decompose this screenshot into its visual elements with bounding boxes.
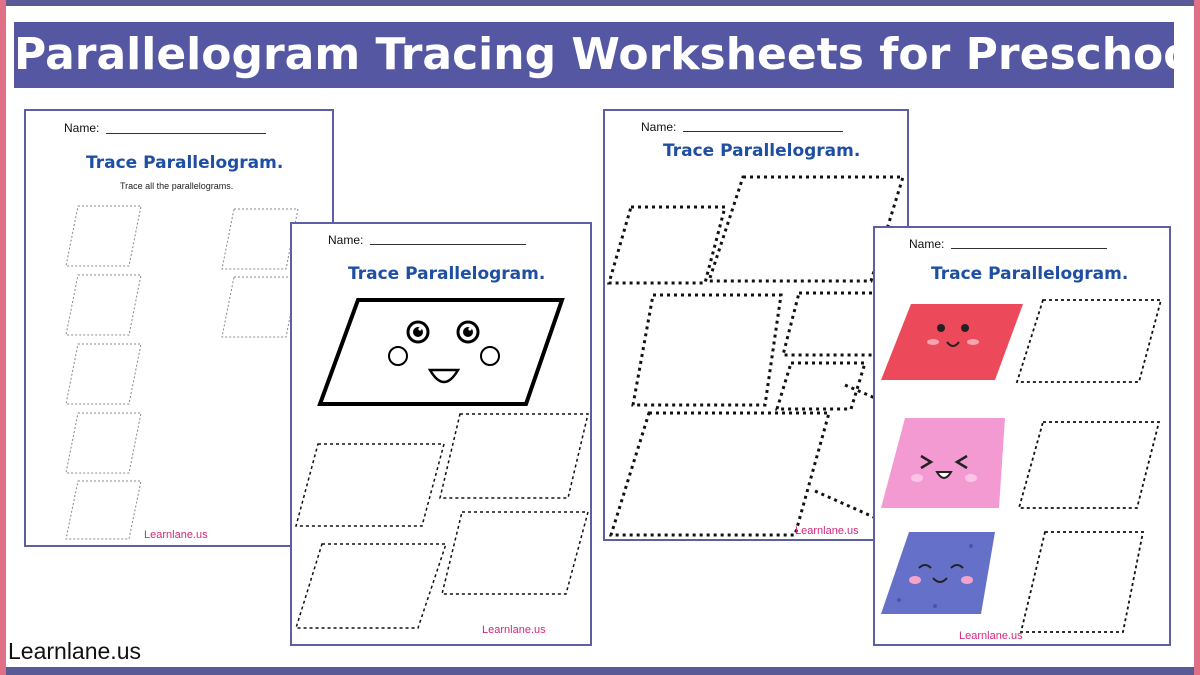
trace-parallelogram [607, 205, 727, 285]
frame-bottom-bar [0, 667, 1200, 675]
trace-partial [814, 489, 906, 533]
mouth [427, 368, 461, 384]
trace-parallelogram [706, 175, 906, 283]
worksheet-4-art [881, 299, 1163, 633]
name-line [106, 133, 266, 134]
cheek [480, 346, 500, 366]
cheek [388, 346, 408, 366]
trace-parallelogram [1015, 299, 1163, 383]
worksheet-2-art [294, 298, 589, 629]
trace-parallelogram [441, 511, 589, 595]
sheet-instruction: Trace all the parallelograms. [120, 181, 234, 191]
trace-parallelogram [1017, 421, 1161, 509]
sheet-footer: Learnlane.us [959, 630, 1023, 642]
frame-top-bar [0, 0, 1200, 6]
frame-left-bar [0, 0, 6, 675]
worksheet-1[interactable]: Name: Trace Parallelogram. Trace all the… [24, 109, 334, 547]
name-label: Name: [909, 237, 945, 251]
trace-parallelogram [65, 343, 142, 405]
sheet-title: Trace Parallelogram. [931, 264, 1129, 284]
trace-parallelogram [65, 274, 142, 336]
worksheet-4[interactable]: Name: Trace Parallelogram. [873, 226, 1171, 646]
red-smiling-parallelogram [881, 304, 1023, 380]
page-title: Parallelogram Tracing Worksheets for Pre… [14, 29, 1174, 80]
trace-parallelogram [221, 276, 299, 338]
blue-smiling-parallelogram [881, 532, 995, 614]
trace-parallelogram [608, 411, 831, 537]
sheet-footer: Learnlane.us [144, 529, 208, 541]
worksheet-3[interactable]: Name: Trace Parallelogram. Learnlane.us [603, 109, 909, 541]
name-label: Name: [64, 121, 100, 135]
trace-parallelogram [221, 208, 299, 270]
trace-parallelogram [295, 443, 445, 527]
sheet-title: Trace Parallelogram. [663, 141, 861, 161]
title-banner: Parallelogram Tracing Worksheets for Pre… [14, 22, 1174, 88]
sheet-footer: Learnlane.us [482, 624, 546, 636]
trace-parallelogram [774, 361, 868, 411]
name-line [370, 244, 526, 245]
worksheet-2[interactable]: Name: Trace Parallelogram. Learnlane.us [290, 222, 592, 646]
trace-parallelogram [1019, 531, 1145, 633]
sheet-title: Trace Parallelogram. [348, 264, 546, 284]
worksheet-1-art [65, 205, 299, 540]
trace-parallelogram [294, 543, 448, 629]
name-line [683, 131, 843, 132]
name-label: Name: [641, 120, 677, 134]
name-line [951, 248, 1107, 249]
worksheet-3-art [607, 175, 907, 537]
trace-parallelogram [439, 413, 589, 499]
sheet-footer: Learnlane.us [795, 525, 859, 537]
trace-parallelogram [65, 205, 142, 267]
trace-parallelogram [65, 412, 142, 474]
trace-parallelogram [631, 293, 783, 407]
trace-parallelogram [65, 480, 142, 540]
sheet-title: Trace Parallelogram. [86, 153, 284, 173]
smiling-parallelogram [317, 298, 565, 406]
name-label: Name: [328, 233, 364, 247]
brand-label: Learnlane.us [8, 638, 141, 664]
pink-smiling-parallelogram [881, 418, 1005, 508]
frame-right-bar [1194, 0, 1200, 675]
